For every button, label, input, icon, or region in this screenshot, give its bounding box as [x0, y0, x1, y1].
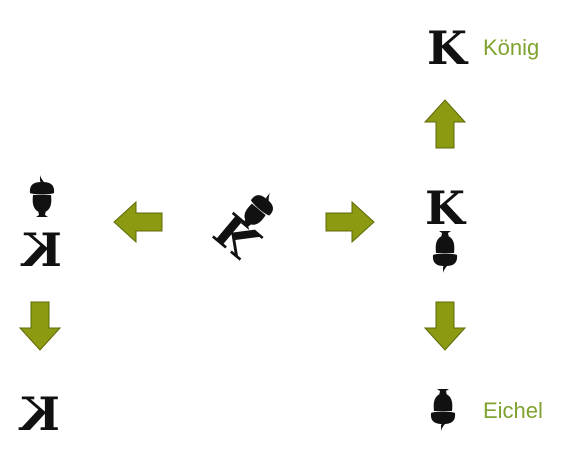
king-letter-bottom-mirrored: K: [18, 387, 60, 441]
rotated-king-acorn: K: [204, 186, 281, 270]
king-letter-top: K: [427, 21, 469, 75]
arrow-left-icon: [113, 201, 163, 243]
acorn-icon: [432, 231, 458, 273]
king-letter-right: K: [425, 181, 467, 235]
acorn-icon: [430, 389, 456, 431]
arrow-up-icon: [424, 99, 466, 149]
arrow-down-icon: [424, 301, 466, 351]
label-koenig: König: [483, 35, 540, 60]
arrow-right-icon: [325, 201, 375, 243]
arrow-down-icon: [19, 301, 61, 351]
label-eichel: Eichel: [483, 398, 543, 423]
acorn-icon: [29, 175, 55, 217]
king-letter-left-mirrored: K: [20, 223, 62, 277]
